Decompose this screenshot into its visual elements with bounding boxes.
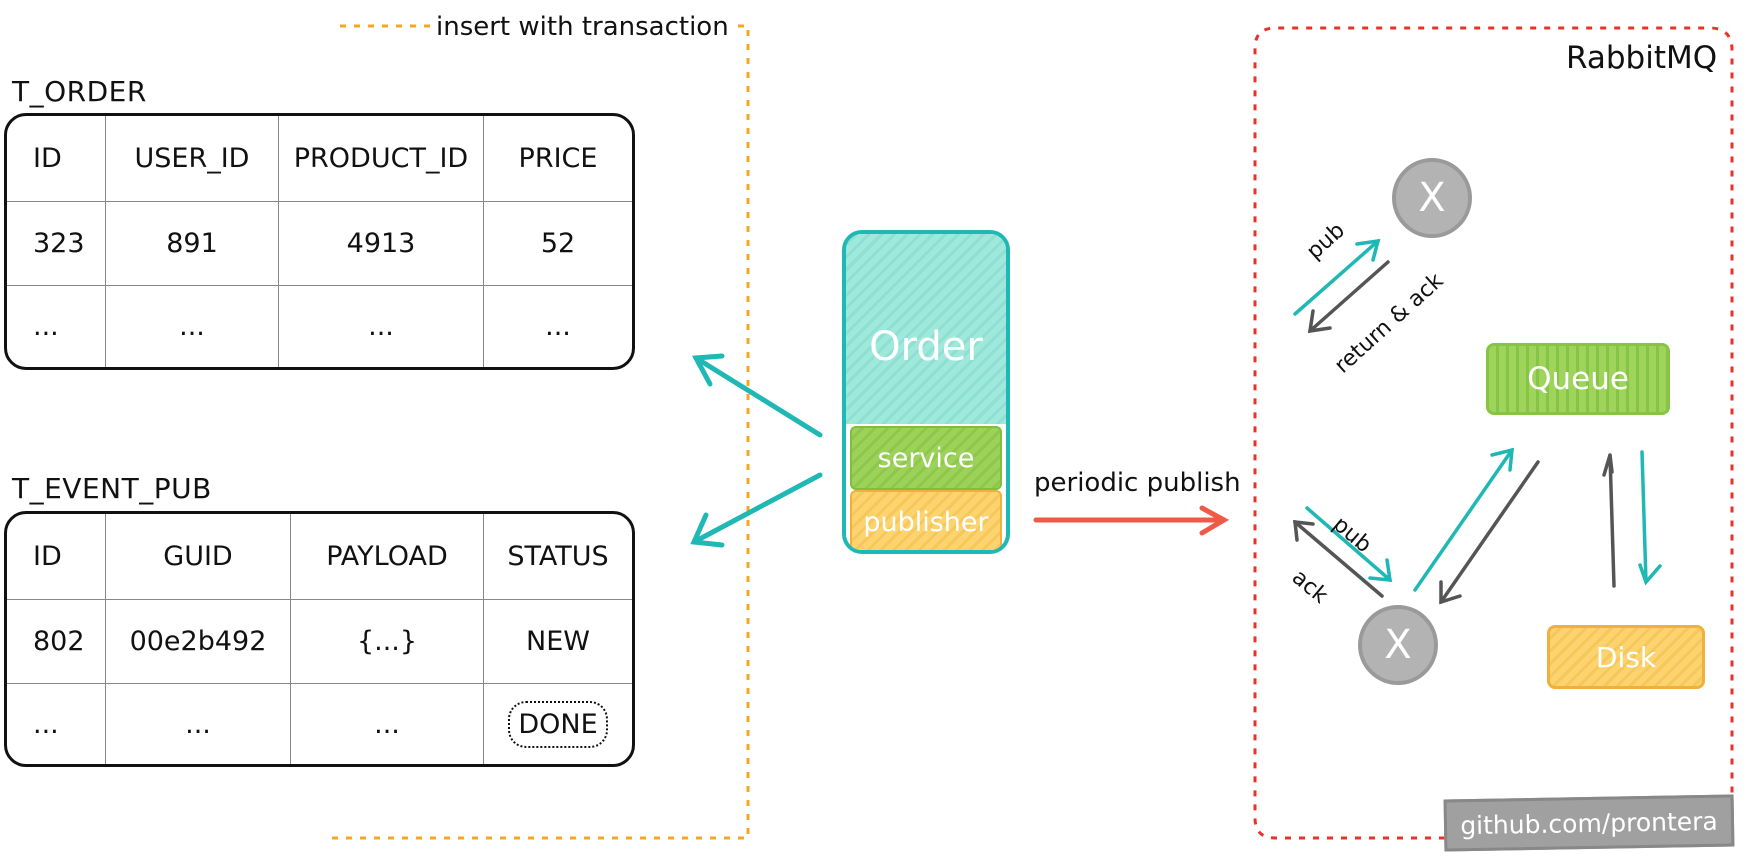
exchange-bottom-label: X	[1384, 622, 1412, 668]
table-cell: NEW	[484, 600, 632, 684]
table-cell: DONE	[484, 684, 632, 764]
t-event-pub-table: ID GUID PAYLOAD STATUS 802 00e2b492 {...…	[4, 511, 635, 767]
watermark: github.com/prontera	[1443, 794, 1735, 852]
table-cell: 52	[484, 202, 632, 286]
service-box: service	[850, 426, 1002, 490]
exchange-top-label: X	[1418, 175, 1446, 221]
bottom-exchange-arrows	[1293, 506, 1393, 598]
rabbitmq-boundary	[1253, 26, 1734, 840]
table-cell: ...	[291, 684, 484, 764]
publisher-box: publisher	[850, 490, 1002, 550]
status-done-badge: DONE	[508, 700, 608, 748]
exchange-top-node: X	[1392, 158, 1472, 238]
table-cell: 323	[7, 202, 106, 286]
column-header: USER_ID	[106, 116, 279, 202]
queue-disk-arrows	[1602, 450, 1662, 588]
table-row: 802 00e2b492 {...} NEW	[7, 600, 632, 684]
order-title: Order	[869, 324, 983, 370]
watermark-text: github.com/prontera	[1460, 806, 1718, 840]
exchange-bottom-node: X	[1358, 605, 1438, 685]
table-cell: 4913	[279, 202, 484, 286]
table-row: ... ... ... DONE	[7, 684, 632, 764]
t-order-title: T_ORDER	[12, 75, 147, 108]
disk-label: Disk	[1595, 640, 1657, 674]
table-cell: ...	[106, 684, 291, 764]
table-header-row: ID GUID PAYLOAD STATUS	[7, 514, 632, 600]
column-header: PRICE	[484, 116, 632, 202]
table-cell: ...	[7, 286, 106, 367]
top-exchange-arrows	[1293, 238, 1390, 334]
disk-box: Disk	[1547, 625, 1705, 689]
column-header: ID	[7, 514, 106, 600]
order-area: Order	[846, 234, 1006, 424]
column-header: STATUS	[484, 514, 632, 600]
table-cell: 891	[106, 202, 279, 286]
exchange-queue-arrows	[1413, 447, 1540, 605]
column-header: PRODUCT_ID	[279, 116, 484, 202]
column-header: ID	[7, 116, 106, 202]
periodic-publish-label: periodic publish	[1034, 468, 1241, 498]
table-cell: 00e2b492	[106, 600, 291, 684]
table-cell: ...	[7, 684, 106, 764]
write-arrows	[690, 353, 823, 548]
table-cell: 802	[7, 600, 106, 684]
table-cell: ...	[279, 286, 484, 367]
column-header: GUID	[106, 514, 291, 600]
table-row: 323 891 4913 52	[7, 202, 632, 286]
table-cell: {...}	[291, 600, 484, 684]
transaction-label: insert with transaction	[430, 12, 735, 42]
table-cell: ...	[545, 311, 571, 342]
order-service-block: Order service publisher	[842, 230, 1010, 554]
table-cell: ...	[106, 286, 279, 367]
service-label: service	[877, 442, 975, 474]
table-row: ... ... ... ...	[7, 286, 632, 367]
t-order-table: ID USER_ID PRODUCT_ID PRICE 323 891 4913…	[4, 113, 635, 370]
publish-arrow	[1033, 505, 1230, 536]
column-header: PAYLOAD	[291, 514, 484, 600]
t-event-pub-title: T_EVENT_PUB	[12, 472, 212, 505]
table-header-row: ID USER_ID PRODUCT_ID PRICE	[7, 116, 632, 202]
queue-box: Queue	[1486, 343, 1670, 415]
publisher-label: publisher	[863, 506, 989, 538]
queue-label: Queue	[1527, 361, 1629, 397]
rabbitmq-title: RabbitMQ	[1566, 40, 1718, 76]
